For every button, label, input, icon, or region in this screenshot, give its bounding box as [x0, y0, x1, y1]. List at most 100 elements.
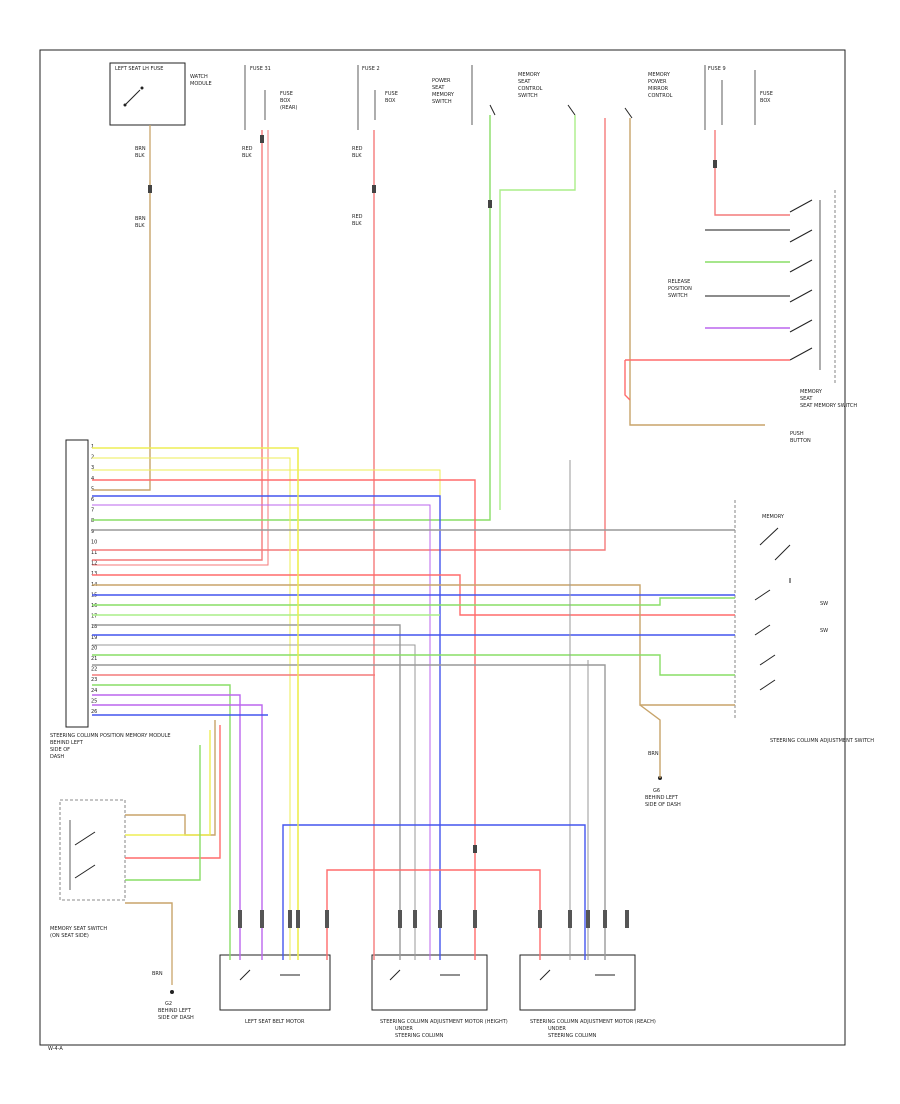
wire-mem-ground [125, 902, 173, 940]
svg-text:SWITCH: SWITCH [668, 293, 688, 299]
svg-text:STEERING COLUMN: STEERING COLUMN [395, 1033, 444, 1039]
harness-connector [260, 910, 264, 928]
module-pin-label: 1 [91, 444, 94, 450]
module-pin-label: 16 [91, 603, 97, 609]
wire-yellow-2 [92, 457, 291, 960]
wire-tan-column [92, 584, 670, 706]
motor-right: STEERING COLUMN ADJUSTMENT MOTOR (REACH)… [519, 954, 656, 1039]
svg-text:UNDER: UNDER [548, 1026, 566, 1032]
svg-text:FUSE: FUSE [385, 91, 398, 97]
harness-connector [398, 910, 402, 928]
inline-connector [148, 185, 152, 193]
module-pin-label: 4 [91, 476, 94, 482]
svg-text:MEMORY: MEMORY [432, 92, 455, 98]
svg-text:SW: SW [820, 628, 828, 634]
module-pin-label: 23 [91, 677, 97, 683]
svg-text:SEAT: SEAT [432, 85, 445, 91]
wire-fuse1-red-2 [92, 130, 269, 566]
svg-text:BLK: BLK [352, 153, 362, 159]
harness-connector [288, 910, 292, 928]
svg-text:BUTTON: BUTTON [790, 438, 811, 444]
svg-text:RED: RED [352, 146, 363, 152]
fuse-block-3-label: FUSE 9 [708, 66, 726, 72]
diagram-frame [39, 49, 846, 1046]
module-pin-label: 26 [91, 709, 97, 715]
svg-text:SIDE OF: SIDE OF [50, 747, 70, 753]
module-pin-label: 24 [91, 688, 97, 694]
wire-red-motor-bridge [326, 869, 541, 960]
wire-fuse1-red [92, 130, 263, 561]
svg-text:MEMORY: MEMORY [648, 72, 671, 78]
svg-text:SEAT: SEAT [800, 396, 813, 402]
svg-text:BLK: BLK [352, 221, 362, 227]
svg-text:POWER: POWER [432, 78, 451, 84]
svg-text:MODULE: MODULE [190, 81, 212, 87]
harness-connector [296, 910, 300, 928]
module-pin-label: 9 [91, 529, 94, 535]
wire-yellow-1 [92, 447, 299, 960]
svg-text:CONTROL: CONTROL [648, 93, 673, 99]
inline-connector [473, 845, 477, 853]
module-title: STEERING COLUMN POSITION MEMORY MODULE [50, 733, 171, 739]
module-pin-label: 18 [91, 624, 97, 630]
wire-gray-motor-2 [92, 644, 416, 960]
module-pin-label: 21 [91, 656, 97, 662]
wire-top-left-tan [92, 180, 151, 491]
motor-right-label: STEERING COLUMN ADJUSTMENT MOTOR (REACH) [530, 1019, 656, 1025]
wire-red-switch-1 [714, 130, 790, 216]
svg-text:BOX: BOX [280, 98, 291, 104]
wire-mem-yellow [125, 730, 211, 836]
lamp-fuse-box-label: LEFT SEAT LH FUSE [115, 66, 163, 72]
page-ref: W-4-A [48, 1046, 63, 1052]
harness-connector [568, 910, 572, 928]
wire-seat-switch-6b [624, 360, 631, 401]
svg-text:BRN: BRN [135, 216, 146, 222]
inline-connector [260, 135, 264, 143]
svg-text:UNDER: UNDER [395, 1026, 413, 1032]
motor-mid: STEERING COLUMN ADJUSTMENT MOTOR (HEIGHT… [371, 954, 508, 1039]
module-pin-label: 6 [91, 497, 94, 503]
svg-text:BLK: BLK [242, 153, 252, 159]
wire-green-column-2 [92, 654, 735, 676]
svg-text:PUSH: PUSH [790, 431, 804, 437]
svg-text:BOX: BOX [760, 98, 771, 104]
wire-red-module [92, 479, 476, 960]
harness-connector [438, 910, 442, 928]
svg-text:MEMORY: MEMORY [518, 72, 541, 78]
wire-mem-pink [125, 725, 221, 859]
svg-text:BEHIND LEFT: BEHIND LEFT [645, 795, 679, 801]
svg-text:POWER: POWER [648, 79, 667, 85]
svg-text:WATCH: WATCH [190, 74, 208, 80]
module-pin-label: 13 [91, 571, 97, 577]
module-pin-label: 3 [91, 465, 94, 471]
inline-connector [372, 185, 376, 193]
svg-text:SWITCH: SWITCH [518, 93, 538, 99]
svg-text:RED: RED [352, 214, 363, 220]
ground-3-label: G2 [165, 1001, 172, 1007]
wire-violet-main [92, 504, 431, 960]
wire-green-left [92, 684, 231, 960]
svg-text:CONTROL: CONTROL [518, 86, 543, 92]
wire-ltgreen-top [499, 115, 576, 510]
harness-connector [586, 910, 590, 928]
harness-connector [325, 910, 329, 928]
svg-text:MEMORY: MEMORY [800, 389, 823, 395]
module-pin-label: 7 [91, 508, 94, 514]
svg-text:BRN: BRN [152, 971, 163, 977]
seat-switch-title: SEAT MEMORY SWITCH [800, 403, 857, 409]
wire-red-mirror [92, 118, 606, 551]
svg-text:SEAT: SEAT [518, 79, 531, 85]
inline-connector [488, 200, 492, 208]
harness-connector [603, 910, 607, 928]
wire-mem-green [125, 745, 201, 881]
memory-switch-title: MEMORY SEAT SWITCH [50, 926, 107, 932]
connector-group [148, 135, 717, 928]
